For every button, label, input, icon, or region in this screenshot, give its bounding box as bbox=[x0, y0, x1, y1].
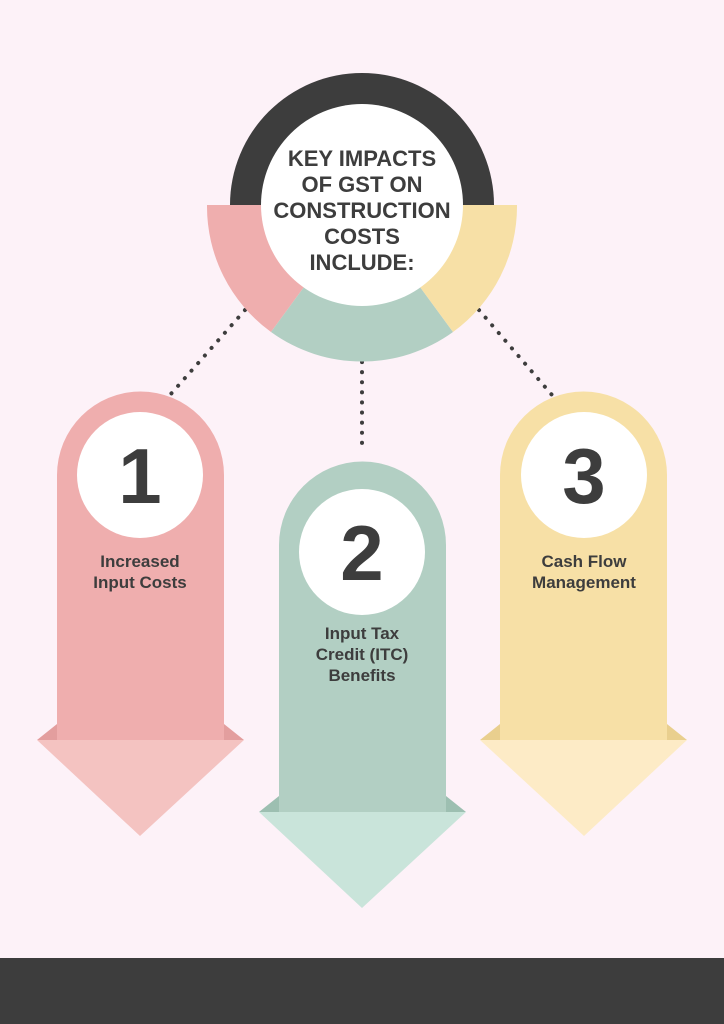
hub-segment-yellow bbox=[420, 205, 518, 332]
footer-bar bbox=[0, 958, 724, 1024]
arrow-head bbox=[259, 812, 466, 908]
item-label-line: Credit (ITC) bbox=[316, 645, 409, 664]
hub-segment-teal bbox=[271, 287, 453, 362]
item-label-line: Benefits bbox=[328, 666, 395, 685]
item-label-line: Cash Flow bbox=[541, 552, 627, 571]
arrow-item-1: 1 Increased Input Costs bbox=[37, 391, 244, 836]
hub-title-line: KEY IMPACTS bbox=[288, 146, 436, 171]
hub-title-line: INCLUDE: bbox=[309, 250, 414, 275]
arrow-head bbox=[37, 740, 244, 836]
hub: KEY IMPACTS OF GST ON CONSTRUCTION COSTS… bbox=[206, 73, 518, 362]
item-number: 3 bbox=[562, 432, 605, 520]
number-circle bbox=[299, 489, 425, 615]
hub-title-line: COSTS bbox=[324, 224, 400, 249]
item-number: 1 bbox=[118, 432, 161, 520]
connector-1 bbox=[168, 308, 247, 397]
item-label-line: Input Tax bbox=[325, 624, 400, 643]
number-circle bbox=[521, 412, 647, 538]
hub-segment-pink bbox=[206, 205, 304, 332]
arrow-item-2: 2 Input Tax Credit (ITC) Benefits bbox=[259, 461, 466, 908]
item-number: 2 bbox=[340, 509, 383, 597]
item-label-line: Increased bbox=[100, 552, 179, 571]
item-label-line: Management bbox=[532, 573, 636, 592]
connector-3 bbox=[477, 308, 554, 397]
hub-title-line: CONSTRUCTION bbox=[273, 198, 450, 223]
arrow-item-3: 3 Cash Flow Management bbox=[480, 391, 687, 836]
item-label-line: Input Costs bbox=[93, 573, 187, 592]
hub-center-circle bbox=[261, 104, 463, 306]
arrow-head bbox=[480, 740, 687, 836]
hub-title-line: OF GST ON bbox=[302, 172, 423, 197]
number-circle bbox=[77, 412, 203, 538]
